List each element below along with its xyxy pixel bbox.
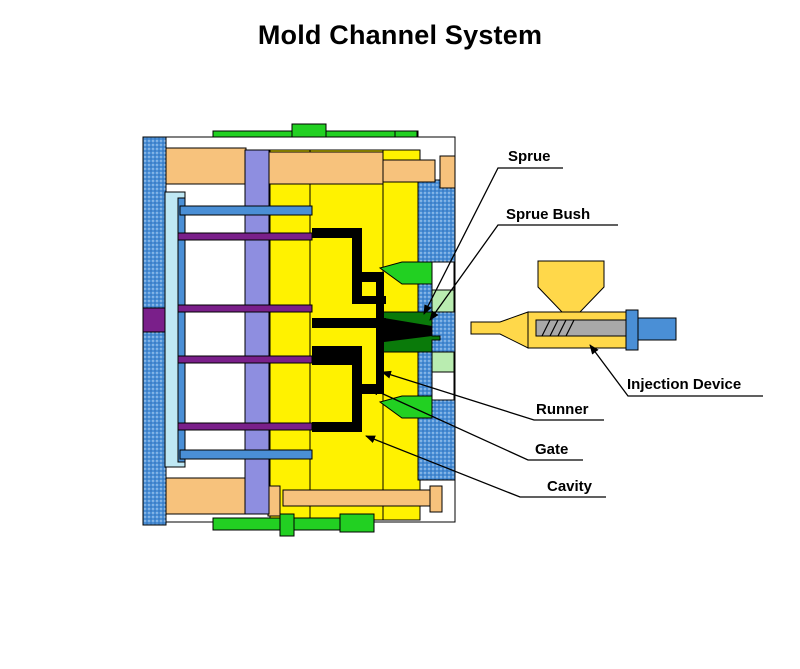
bottom-guide-head (429, 485, 443, 513)
leader-sprue (423, 167, 563, 315)
label-runner: Runner (536, 401, 589, 418)
label-sprue-bush: Sprue Bush (506, 206, 590, 223)
screw-coupling (625, 309, 639, 351)
bottom-guide-bushing (267, 485, 281, 517)
leader-injection-device (589, 344, 763, 397)
runner-upper (352, 296, 386, 304)
bottom-guide-block (339, 513, 375, 533)
runner-middle (312, 318, 386, 328)
ejector-pin-3 (177, 355, 313, 364)
ejector-pin-4 (177, 422, 313, 431)
lower-locating-block (378, 395, 433, 419)
ejector-pin-1 (177, 232, 313, 241)
leader-runner (381, 370, 604, 421)
ejector-pin-2 (177, 304, 313, 313)
bottom-guide-stem (279, 513, 295, 537)
top-guide-pin (382, 159, 436, 183)
leader-sprue-bush (429, 224, 618, 321)
top-guide-head (439, 155, 456, 189)
diagram-title: Mold Channel System (257, 20, 543, 50)
leader-gate (369, 387, 583, 461)
hopper (537, 260, 605, 313)
label-cavity: Cavity (547, 478, 593, 495)
upper-locating-block (378, 261, 433, 285)
leader-cavity (365, 435, 606, 498)
return-pin-bottom (179, 449, 313, 460)
channel-system (312, 228, 432, 432)
nozzle (470, 311, 529, 349)
label-gate: Gate (535, 441, 568, 458)
label-injection-device: Injection Device (627, 376, 741, 393)
gate-upper (362, 272, 384, 282)
upper-cavity (312, 228, 362, 300)
lower-cavity (312, 355, 362, 432)
runner-link (312, 346, 362, 355)
top-left-rail (165, 147, 247, 185)
leader-lines (365, 167, 763, 498)
bottom-left-rail (165, 477, 247, 515)
bottom-guide-pin (282, 489, 434, 507)
locating-ring-bottom (431, 351, 455, 373)
nozzle-seat-bottom (431, 371, 455, 401)
injection-device (470, 260, 677, 351)
ejector-pins (177, 205, 313, 460)
return-pin-top (179, 205, 313, 216)
sprue-channel (384, 318, 432, 342)
screw (535, 319, 629, 337)
top-guide-rail (267, 151, 384, 185)
ejector-retainer (177, 197, 186, 463)
runner-main (376, 280, 384, 388)
mold-assembly (142, 123, 456, 537)
ejector-rod (142, 307, 167, 333)
drive-cylinder (637, 317, 677, 341)
label-sprue: Sprue (508, 148, 551, 165)
